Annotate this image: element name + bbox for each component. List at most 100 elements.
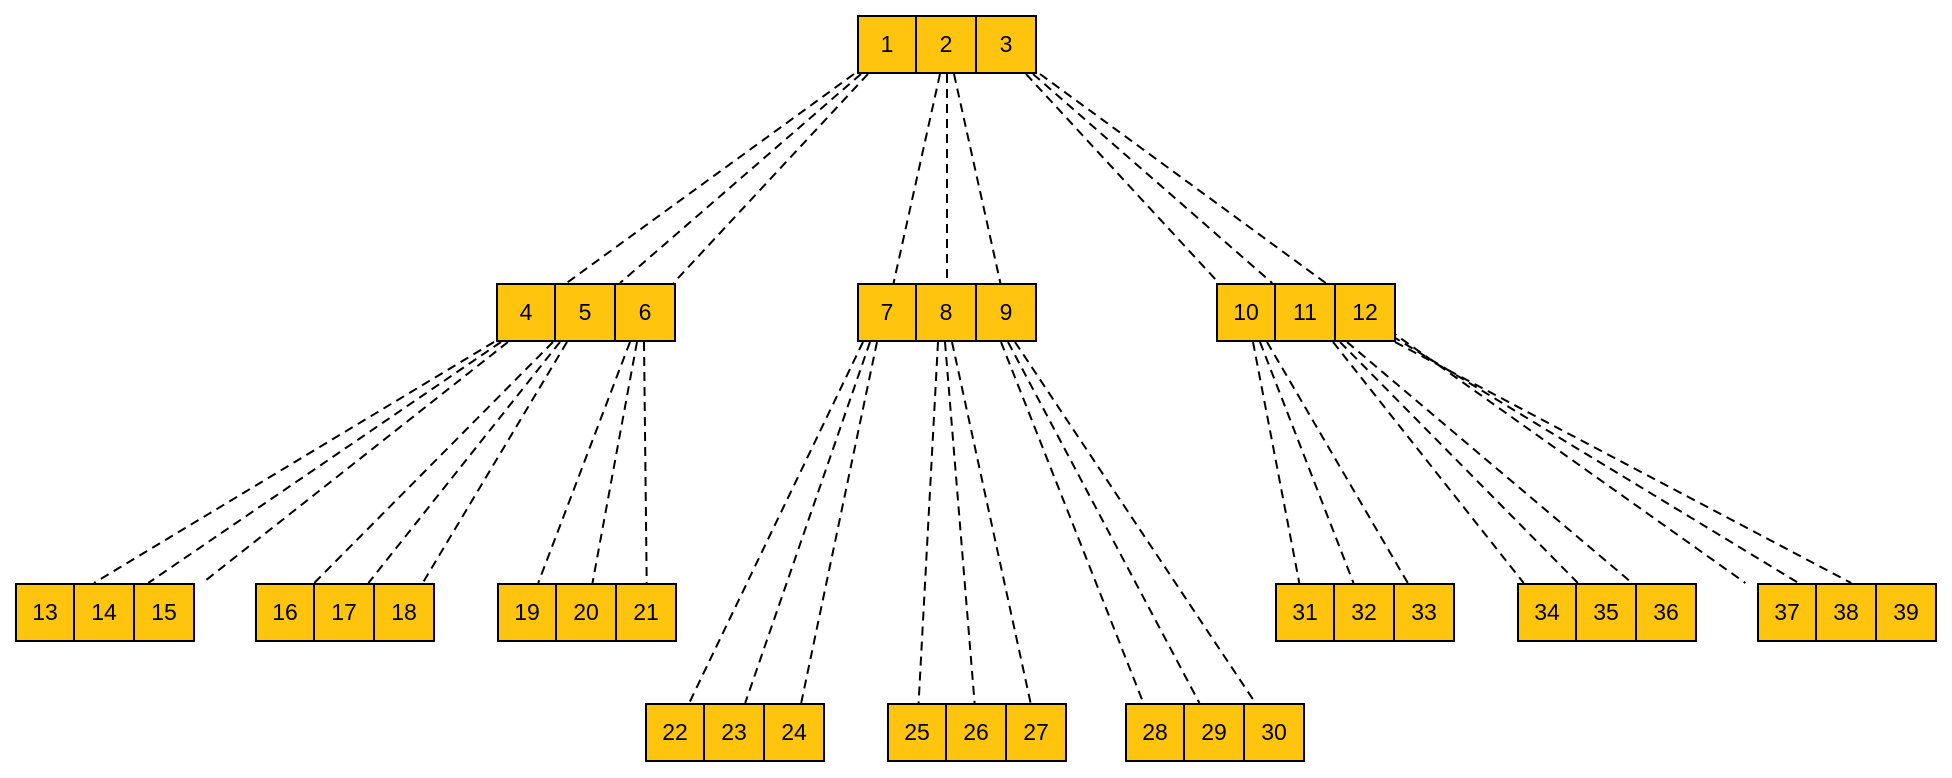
tree-cell-10: 10 — [1216, 283, 1276, 342]
edge-line — [892, 73, 941, 284]
edge-line — [537, 341, 631, 584]
tree-cell-31: 31 — [1275, 583, 1335, 642]
tree-cell-17: 17 — [315, 583, 375, 642]
tree-cell-30: 30 — [1245, 703, 1305, 762]
edge-line — [1259, 341, 1355, 584]
tree-cell-14: 14 — [75, 583, 135, 642]
edge-line — [1007, 341, 1201, 704]
tree-cell-37: 37 — [1757, 583, 1817, 642]
tree-cell-3: 3 — [977, 15, 1037, 74]
tree-cell-23: 23 — [705, 703, 765, 762]
tree-cell-33: 33 — [1395, 583, 1455, 642]
tree-cell-9: 9 — [977, 283, 1037, 342]
edge-line — [1332, 341, 1525, 584]
edge-line — [421, 341, 568, 584]
edge-line — [944, 341, 976, 704]
edge-line — [1388, 329, 1746, 584]
edge-n1-n4 — [93, 341, 509, 584]
edge-line — [1039, 73, 1327, 284]
edge-line — [744, 341, 871, 704]
edge-line — [917, 341, 939, 704]
edge-n0-n3 — [1025, 73, 1327, 284]
edge-n2-n8 — [917, 341, 1032, 704]
edge-line — [643, 341, 648, 584]
edge-line — [953, 73, 1002, 284]
edge-line — [951, 341, 1032, 704]
edge-n1-n5 — [313, 341, 568, 584]
edge-line — [1339, 341, 1579, 584]
tree-cell-15: 15 — [135, 583, 195, 642]
edge-n0-n1 — [566, 73, 869, 284]
edge-line — [1000, 341, 1145, 704]
edge-line — [313, 341, 554, 584]
tree-cell-29: 29 — [1185, 703, 1245, 762]
tree-cell-27: 27 — [1007, 703, 1067, 762]
edge-line — [201, 341, 509, 584]
tree-cell-21: 21 — [617, 583, 677, 642]
tree-cell-11: 11 — [1276, 283, 1336, 342]
tree-cell-24: 24 — [765, 703, 825, 762]
tree-cell-13: 13 — [15, 583, 75, 642]
edge-line — [619, 73, 862, 284]
edge-line — [1391, 335, 1800, 584]
tree-cell-2: 2 — [917, 15, 977, 74]
edge-n3-n10 — [1252, 341, 1409, 584]
tree-cell-19: 19 — [497, 583, 557, 642]
edge-line — [147, 341, 502, 584]
tree-cell-25: 25 — [887, 703, 947, 762]
tree-cell-38: 38 — [1817, 583, 1877, 642]
tree-cell-32: 32 — [1335, 583, 1395, 642]
tree-cell-20: 20 — [557, 583, 617, 642]
edge-line — [566, 73, 855, 284]
edge-line — [1394, 341, 1852, 584]
tree-cell-28: 28 — [1125, 703, 1185, 762]
edge-line — [1032, 73, 1273, 284]
tree-cell-16: 16 — [255, 583, 315, 642]
tree-cell-26: 26 — [947, 703, 1007, 762]
edge-line — [367, 341, 561, 584]
edge-n0-n2 — [892, 73, 1002, 284]
tree-cell-4: 4 — [496, 283, 556, 342]
edge-n3-n11 — [1332, 341, 1633, 584]
edge-line — [93, 341, 495, 584]
edge-line — [1014, 341, 1257, 704]
tree-cell-35: 35 — [1577, 583, 1637, 642]
edge-n2-n9 — [1000, 341, 1257, 704]
edge-line — [1025, 73, 1220, 284]
tree-cell-18: 18 — [375, 583, 435, 642]
tree-cell-5: 5 — [556, 283, 616, 342]
edge-line — [672, 73, 869, 284]
tree-cell-1: 1 — [857, 15, 917, 74]
tree-cell-6: 6 — [616, 283, 676, 342]
edge-line — [1252, 341, 1301, 584]
tree-cell-22: 22 — [645, 703, 705, 762]
tree-cell-8: 8 — [917, 283, 977, 342]
edge-line — [688, 341, 864, 704]
edge-line — [800, 341, 878, 704]
tree-cell-39: 39 — [1877, 583, 1937, 642]
edge-n2-n7 — [688, 341, 878, 704]
edge-line — [591, 341, 638, 584]
edge-line — [1266, 341, 1409, 584]
tree-cell-7: 7 — [857, 283, 917, 342]
edge-line — [1346, 341, 1633, 584]
tree-cell-12: 12 — [1336, 283, 1396, 342]
edge-n1-n6 — [537, 341, 648, 584]
edge-n3-n12 — [1388, 329, 1852, 584]
tree-cell-34: 34 — [1517, 583, 1577, 642]
